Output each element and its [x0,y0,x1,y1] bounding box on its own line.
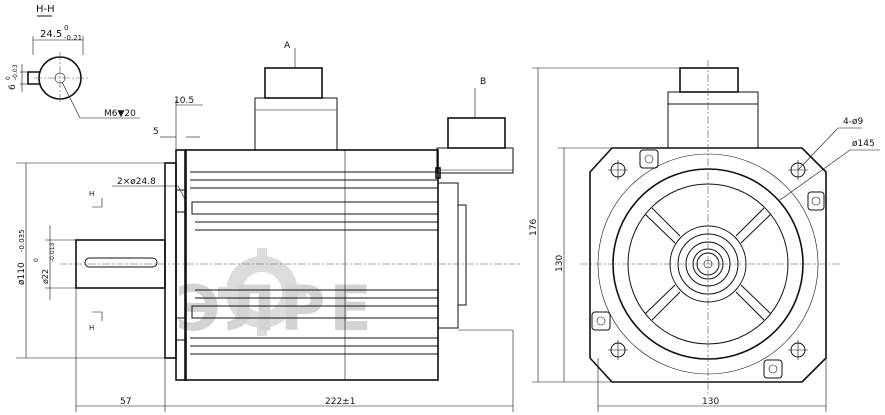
pilot-dia-tol: -0.035 [18,229,26,252]
section-mark-upper: H [89,190,94,198]
section-title: H-H [36,4,55,15]
section-key-tol-upper: 0 [5,76,12,80]
connector-a-label: A [284,41,291,51]
total-height-dim: 176 [529,219,539,236]
section-key-dim: 6 [8,84,18,90]
end-holes-dim: 4-ø9 [843,117,863,127]
section-width-tol-upper: 0 [64,24,68,32]
section-width-dim: 24.5 [40,29,62,40]
shaft-tol-upper: 0 [33,258,40,262]
body-length-dim: 222±1 [325,397,355,407]
shaft-length-dim: 57 [120,397,131,407]
bolt-circle-dim: ø145 [852,139,875,149]
flange-width-dim: 130 [702,397,719,407]
flange-holes-dim: 2×ø24.8 [117,177,156,187]
section-width-tol-lower: -0.21 [64,34,82,42]
watermark-logo: ЭЛРЕ [175,248,376,345]
section-thread: M6▼20 [104,109,136,119]
section-mark-lower: H [89,324,94,332]
flange-height-dim: 130 [555,255,565,272]
end-view: 4-ø9 ø145 176 130 130 [529,60,880,412]
section-key-tol-lower: -0.03 [12,64,19,80]
flange-offset-dim: 10.5 [174,96,194,106]
side-view: A B [16,41,520,412]
shaft-tol-lower: -0.013 [49,242,56,262]
pilot-dia-dim: ø110 [17,262,27,285]
shaft-dia-dim: ø22 [41,269,50,284]
connector-b-label: B [480,77,486,87]
section-h-h: H-H 24.5 0 -0.21 6 0 -0.03 M6▼20 [5,4,140,119]
watermark-text: ЭЛРЕ [175,272,376,345]
flange-thickness-dim: 5 [153,127,159,137]
